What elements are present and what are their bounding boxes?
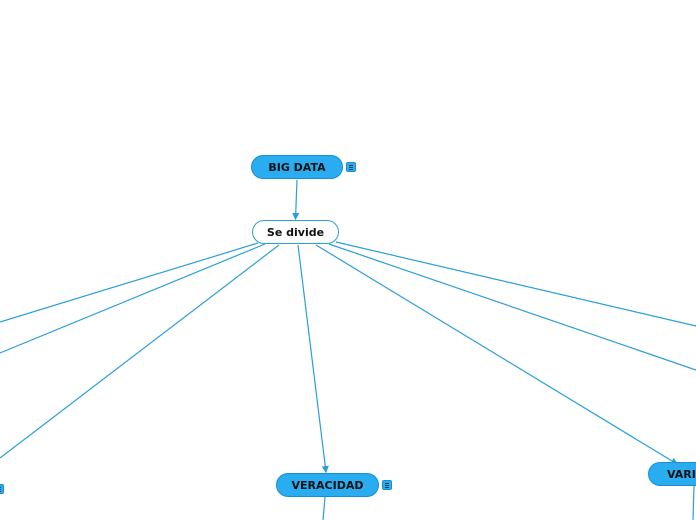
edge-to-offscreen-left-1 <box>0 242 259 323</box>
node-variedad[interactable]: VARI <box>648 462 696 486</box>
edge-to-offscreen-left-2 <box>0 243 266 354</box>
edge-to-offscreen-left-3 <box>0 244 280 459</box>
node-se-divide[interactable]: Se divide <box>252 220 339 244</box>
node-se-divide-label: Se divide <box>266 225 325 239</box>
edge-veracidad-down <box>322 496 326 520</box>
note-icon[interactable] <box>382 480 392 490</box>
note-icon[interactable] <box>0 484 4 494</box>
node-big-data-label: BIG DATA <box>268 160 326 174</box>
node-big-data[interactable]: BIG DATA <box>251 155 343 179</box>
edge-variedad-down <box>692 485 695 520</box>
node-veracidad-label: VERACIDAD <box>291 478 364 492</box>
edge-bigdata-to-sedivide <box>292 179 300 221</box>
edge-to-variedad <box>315 244 679 465</box>
edge-to-offscreen-right-1 <box>328 243 696 371</box>
edge-to-veracidad <box>297 244 329 474</box>
note-icon[interactable] <box>346 162 356 172</box>
edge-to-offscreen-right-2 <box>335 241 696 327</box>
node-veracidad[interactable]: VERACIDAD <box>276 473 379 497</box>
node-variedad-label: VARI <box>667 467 696 481</box>
